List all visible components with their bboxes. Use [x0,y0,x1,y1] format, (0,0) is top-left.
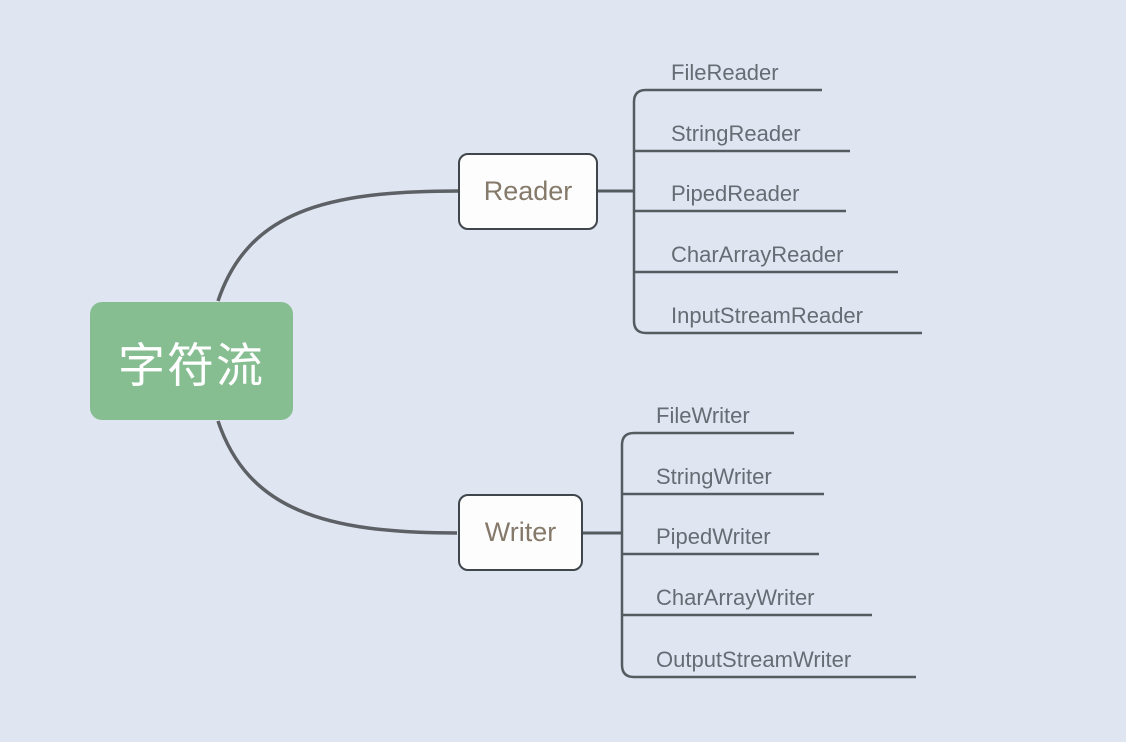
leaf-chararraywriter[interactable]: CharArrayWriter [656,585,815,610]
leaf-pipedreader[interactable]: PipedReader [671,181,800,206]
edge-root-to-writer [216,420,458,535]
leaf-stringwriter[interactable]: StringWriter [656,464,772,489]
leaf-outputstreamwriter[interactable]: OutputStreamWriter [656,647,852,672]
root-topic-node[interactable]: 字符流 [90,302,293,420]
leaf-chararrayreader[interactable]: CharArrayReader [671,242,844,267]
leaf-stringreader[interactable]: StringReader [671,121,801,146]
edge-root-to-reader [216,189,459,302]
branch-node-writer[interactable]: Writer [458,494,583,571]
leaf-filewriter[interactable]: FileWriter [656,403,750,428]
leaf-filereader[interactable]: FileReader [671,60,779,85]
leaf-inputstreamreader[interactable]: InputStreamReader [671,303,863,328]
leaf-pipedwriter[interactable]: PipedWriter [656,524,771,549]
branch-node-reader[interactable]: Reader [458,153,598,230]
